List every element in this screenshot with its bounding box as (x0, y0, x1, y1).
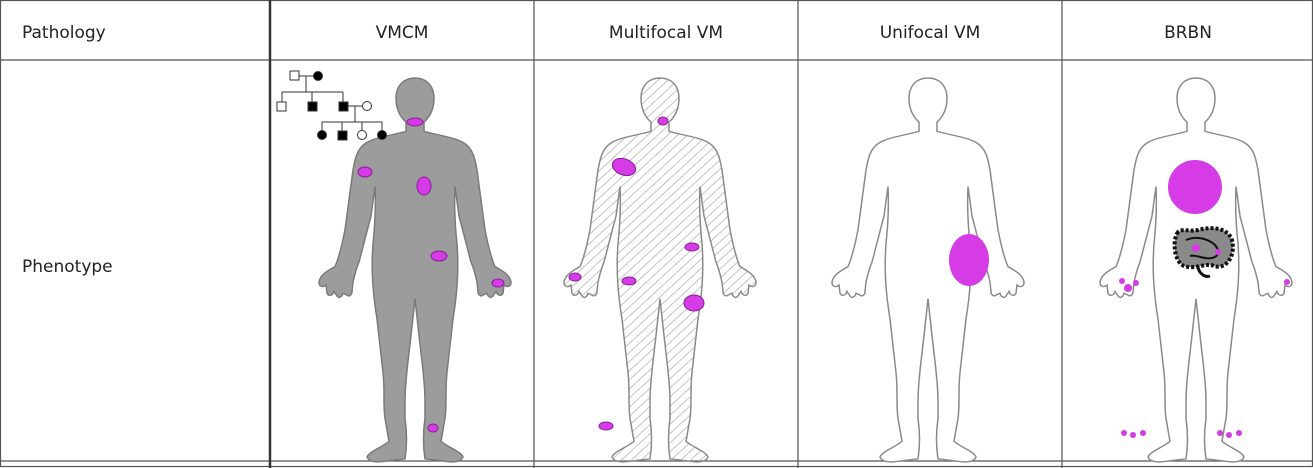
lesion (1121, 430, 1127, 436)
pedigree-female-affected (318, 131, 327, 140)
lesion (599, 422, 613, 430)
pedigree-male-affected (339, 102, 348, 111)
lesion (428, 424, 438, 432)
column-header-vmcm: VMCM (376, 23, 429, 43)
column-header-brbn: BRBN (1164, 23, 1212, 43)
pedigree-female-unaffected (363, 102, 372, 111)
lesion (407, 118, 423, 126)
pedigree-diagram (277, 71, 387, 140)
row-header-pathology: Pathology (22, 23, 106, 43)
pedigree-female-unaffected (358, 131, 367, 140)
lesion (1236, 430, 1242, 436)
brbn-body-figure (1100, 78, 1292, 462)
unifocal-vm-body-figure (832, 78, 1024, 462)
pedigree-male-affected (308, 102, 317, 111)
multifocal-vm-body-figure (564, 78, 756, 462)
lesion (1130, 432, 1136, 438)
lesion (1226, 432, 1232, 438)
lesion (658, 117, 668, 125)
lesion (1124, 284, 1132, 292)
column-header-unifocal-vm: Unifocal VM (880, 23, 981, 43)
row-label-phenotype: Phenotype (22, 257, 113, 277)
lesion (1119, 278, 1125, 284)
lesion (1217, 430, 1223, 436)
lesion (417, 177, 431, 195)
lesion (492, 279, 504, 287)
lesion (358, 167, 372, 177)
pedigree-female-affected (378, 131, 387, 140)
lesion (622, 277, 636, 285)
pedigree-female-affected (314, 72, 323, 81)
pedigree-male-unaffected (277, 102, 286, 111)
lesion (431, 251, 447, 261)
lesion (949, 234, 989, 286)
pedigree-male-unaffected (290, 71, 299, 80)
column-header-multifocal-vm: Multifocal VM (609, 23, 723, 43)
vmcm-body-figure (319, 78, 511, 462)
lesion (1284, 279, 1290, 285)
brbn-organ-lesion (1168, 160, 1222, 214)
lesion (684, 295, 704, 311)
lesion (1140, 430, 1146, 436)
lesion (569, 273, 581, 281)
pedigree-male-affected (338, 131, 347, 140)
lesion (1133, 280, 1139, 286)
lesion (685, 243, 699, 251)
